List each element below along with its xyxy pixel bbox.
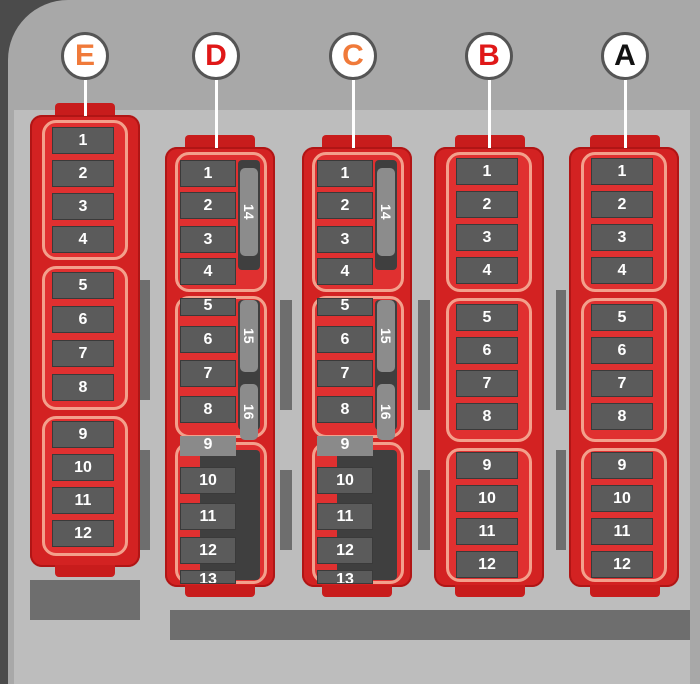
- fuse-b-12: 12: [456, 551, 518, 578]
- block-b-tab-bottom: [455, 585, 525, 597]
- fuse-d-6: 6: [180, 326, 236, 353]
- block-c-tab: [322, 135, 392, 149]
- fuse-c-1: 1: [317, 160, 373, 187]
- block-label-c: C: [329, 32, 377, 80]
- fuse-a-8: 8: [591, 403, 653, 430]
- fuse-a-3: 3: [591, 224, 653, 251]
- fuse-e-6: 6: [52, 306, 114, 333]
- fuse-b-2: 2: [456, 191, 518, 218]
- fuse-d-1: 1: [180, 160, 236, 187]
- slot: [418, 470, 430, 550]
- block-a-tab-bottom: [590, 585, 660, 597]
- fuse-a-11: 11: [591, 518, 653, 545]
- fuse-e-7: 7: [52, 340, 114, 367]
- fuse-b-7: 7: [456, 370, 518, 397]
- fuse-c-5: 5: [317, 297, 373, 316]
- fuse-d-9: 9: [180, 436, 236, 456]
- leader-line-a: [624, 80, 627, 148]
- block-label-d: D: [192, 32, 240, 80]
- fuse-c-2: 2: [317, 192, 373, 219]
- fuse-d-8: 8: [180, 396, 236, 423]
- relay-d-14: 14: [240, 168, 258, 256]
- fuse-c-6: 6: [317, 326, 373, 353]
- fuse-a-7: 7: [591, 370, 653, 397]
- fuse-e-1: 1: [52, 127, 114, 154]
- fuse-b-6: 6: [456, 337, 518, 364]
- fuse-c-4: 4: [317, 258, 373, 285]
- slot: [140, 450, 150, 550]
- fuse-e-11: 11: [52, 487, 114, 514]
- leader-line-c: [352, 80, 355, 148]
- fuse-d-7: 7: [180, 360, 236, 387]
- block-label-e: E: [61, 32, 109, 80]
- slot: [30, 580, 140, 620]
- fuse-a-1: 1: [591, 158, 653, 185]
- fuse-d-11: 11: [180, 503, 236, 530]
- fuse-c-11: 11: [317, 503, 373, 530]
- fuse-e-2: 2: [52, 160, 114, 187]
- fuse-b-8: 8: [456, 403, 518, 430]
- block-d-tab-bottom: [185, 585, 255, 597]
- fuse-c-8: 8: [317, 396, 373, 423]
- slot: [280, 470, 292, 550]
- fuse-b-11: 11: [456, 518, 518, 545]
- fuse-e-5: 5: [52, 272, 114, 299]
- fuse-e-10: 10: [52, 454, 114, 481]
- fuse-d-3: 3: [180, 226, 236, 253]
- fuse-a-9: 9: [591, 452, 653, 479]
- fuse-d-12: 12: [180, 537, 236, 564]
- fuse-a-10: 10: [591, 485, 653, 512]
- fuse-b-9: 9: [456, 452, 518, 479]
- block-c-tab-bottom: [322, 585, 392, 597]
- fuse-d-10: 10: [180, 467, 236, 494]
- fuse-e-8: 8: [52, 374, 114, 401]
- slot: [280, 300, 292, 410]
- fuse-e-9: 9: [52, 421, 114, 448]
- leader-line-d: [215, 80, 218, 148]
- fuse-c-12: 12: [317, 537, 373, 564]
- fuse-a-6: 6: [591, 337, 653, 364]
- slot: [418, 300, 430, 410]
- fuse-a-2: 2: [591, 191, 653, 218]
- fuse-c-7: 7: [317, 360, 373, 387]
- fuse-b-10: 10: [456, 485, 518, 512]
- relay-c-15: 15: [377, 300, 395, 372]
- relay-c-16: 16: [377, 384, 395, 440]
- slot: [556, 290, 566, 410]
- fuse-c-9: 9: [317, 436, 373, 456]
- fuse-c-10: 10: [317, 467, 373, 494]
- fuse-d-5: 5: [180, 297, 236, 316]
- relay-c-14: 14: [377, 168, 395, 256]
- fuse-e-12: 12: [52, 520, 114, 547]
- slot: [140, 280, 150, 400]
- block-label-b: B: [465, 32, 513, 80]
- relay-d-16: 16: [240, 384, 258, 440]
- leader-line-b: [488, 80, 491, 148]
- fuse-d-2: 2: [180, 192, 236, 219]
- fuse-e-3: 3: [52, 193, 114, 220]
- fuse-b-4: 4: [456, 257, 518, 284]
- fuse-a-12: 12: [591, 551, 653, 578]
- leader-line-e: [84, 80, 87, 116]
- slot: [170, 610, 690, 640]
- relay-d-15: 15: [240, 300, 258, 372]
- fuse-e-4: 4: [52, 226, 114, 253]
- fuse-d-4: 4: [180, 258, 236, 285]
- fuse-a-5: 5: [591, 304, 653, 331]
- block-label-a: A: [601, 32, 649, 80]
- fuse-b-3: 3: [456, 224, 518, 251]
- fuse-b-1: 1: [456, 158, 518, 185]
- block-d-tab: [185, 135, 255, 149]
- fuse-b-5: 5: [456, 304, 518, 331]
- fuse-a-4: 4: [591, 257, 653, 284]
- block-e-tab-bottom: [55, 565, 115, 577]
- fuse-c-13: 13: [317, 570, 373, 584]
- slot: [556, 450, 566, 550]
- fuse-d-13: 13: [180, 570, 236, 584]
- fuse-c-3: 3: [317, 226, 373, 253]
